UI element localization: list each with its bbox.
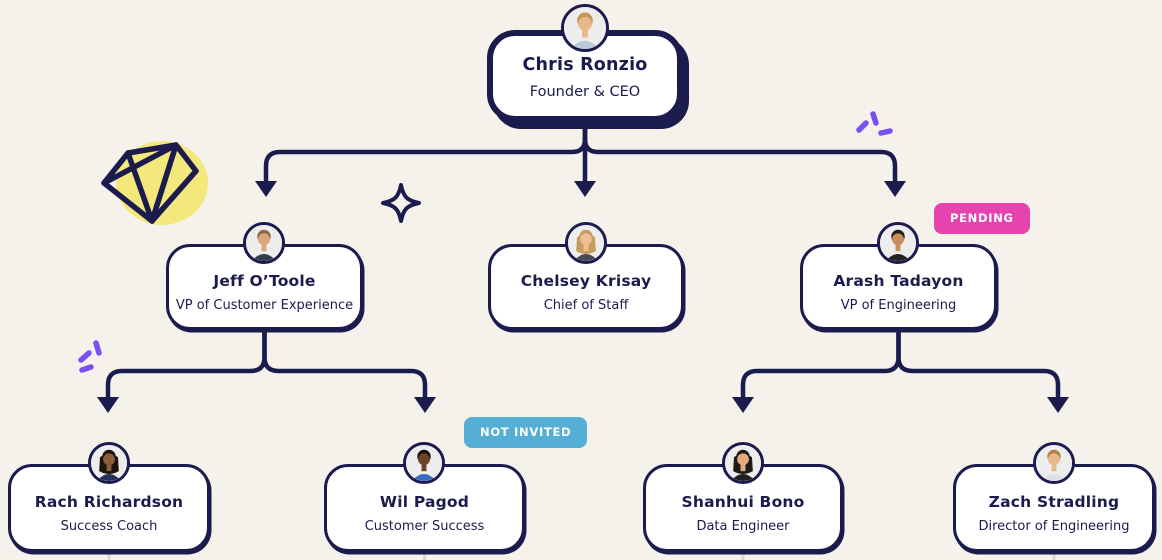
avatar-zach-stradling (1033, 442, 1075, 484)
person-title: Data Engineer (696, 519, 790, 534)
avatar-chris-ronzio (561, 4, 609, 52)
avatar-arash-tadayon (877, 222, 919, 264)
avatar-jeff-otoole (243, 222, 285, 264)
status-badge-not-invited: NOT INVITED (464, 417, 588, 448)
person-name: Rach Richardson (34, 493, 184, 511)
person-name: Jeff O’Toole (213, 272, 316, 290)
org-card-zach-stradling[interactable]: Zach Stradling Director of Engineering (953, 464, 1155, 552)
purple-burst-icon (78, 340, 102, 373)
person-name: Arash Tadayon (833, 272, 964, 290)
person-title: Customer Success (364, 519, 485, 534)
avatar-photo (91, 445, 127, 481)
avatar-chelsey-krisay (565, 222, 607, 264)
person-title: Chief of Staff (543, 298, 629, 313)
person-title: VP of Customer Experience (175, 298, 354, 313)
person-name: Chris Ronzio (522, 55, 648, 75)
avatar-photo (564, 7, 606, 49)
avatar-photo (568, 225, 604, 261)
sparkle-star-icon (381, 183, 421, 223)
avatar-rach-richardson (88, 442, 130, 484)
avatar-wil-pagod (403, 442, 445, 484)
avatar-photo (725, 445, 761, 481)
person-name: Wil Pagod (379, 493, 470, 511)
avatar-shanhui-bono (722, 442, 764, 484)
avatar-photo (1036, 445, 1072, 481)
avatar-photo (880, 225, 916, 261)
person-title: Director of Engineering (978, 519, 1130, 534)
person-name: Chelsey Krisay (520, 272, 652, 290)
status-badge-pending: PENDING (934, 203, 1030, 234)
purple-burst-icon (856, 111, 893, 136)
avatar-photo (406, 445, 442, 481)
person-title: Founder & CEO (529, 84, 641, 100)
person-name: Shanhui Bono (681, 493, 805, 511)
person-title: VP of Engineering (840, 298, 957, 313)
person-name: Zach Stradling (988, 493, 1120, 511)
gem-doodle-icon (101, 141, 208, 225)
person-title: Success Coach (60, 519, 158, 534)
avatar-photo (246, 225, 282, 261)
